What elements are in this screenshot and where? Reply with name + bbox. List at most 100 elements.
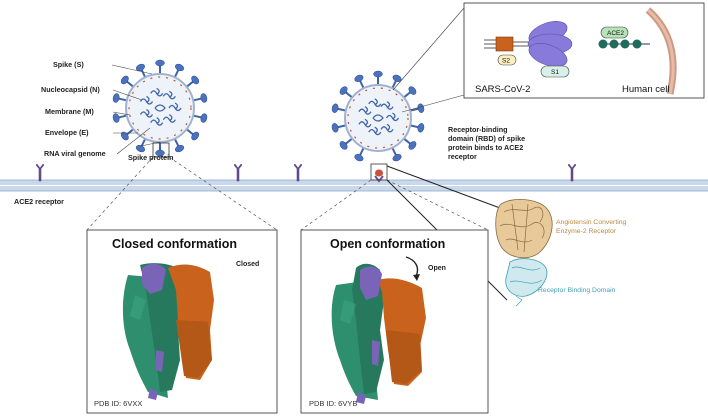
rotation-arrow-icon (405, 256, 419, 277)
genome-label: RNA viral genome (44, 149, 106, 158)
spike-stem (192, 114, 203, 119)
rbd-structure-label: Receptor Binding Domain (538, 287, 616, 294)
s1-pill (540, 65, 570, 78)
spike-head-icon (191, 75, 200, 85)
spike-stem (117, 97, 128, 102)
spike-stem (358, 79, 365, 89)
human-cell-label: Human cell (622, 84, 670, 95)
spike-head-icon (191, 131, 200, 141)
ace2-receptor-icon (567, 163, 577, 182)
open-pdb-label: PDB ID: 6VYB (309, 399, 357, 408)
spike-stem (391, 147, 398, 157)
spike-head-icon (120, 131, 129, 141)
ace2-pill (600, 26, 629, 39)
spike-head-icon (200, 93, 208, 103)
genome-segment (168, 102, 182, 112)
envelope-label: Envelope (E) (45, 128, 89, 137)
spike-stem (125, 80, 135, 88)
spike-head-icon (112, 93, 120, 103)
virus-particle-right (331, 70, 425, 162)
spike-stem (117, 114, 128, 119)
open-spike-structure (331, 263, 426, 404)
spike-head-icon (417, 123, 425, 133)
genome-segment (368, 126, 382, 136)
inset-panel: S2 S1 ACE2 SARS-CoV-2 Human cell (463, 2, 705, 99)
rna-genome-icon (358, 98, 400, 136)
ace2-receptors (35, 163, 577, 182)
genome-segment (368, 98, 382, 108)
ace2-receptor-icon (233, 163, 243, 182)
spike-stem (344, 91, 353, 99)
spike-stem (358, 147, 365, 157)
spike-stem (336, 107, 347, 112)
closed-conformation-panel: Closed conformation Closed PDB ID: 6VXX (86, 229, 278, 414)
open-title: Open conformation (330, 237, 445, 251)
spike-head-icon (120, 75, 129, 85)
closed-pdb-label: PDB ID: 6VXX (94, 399, 142, 408)
spike-protein-icons (331, 70, 425, 162)
closed-spike-structure (122, 263, 214, 400)
spike-stem (403, 91, 412, 99)
nucleocapsid-label: Nucleocapsid (N) (41, 85, 100, 94)
spike-stem (140, 138, 147, 148)
ace2-chain-icon (598, 39, 650, 49)
s2-subunit-icon (484, 36, 528, 52)
genome-core (372, 114, 384, 122)
spike-head-icon (392, 74, 402, 82)
spike-protein-label: Spike protein (128, 153, 174, 162)
rbd-note-line4: receptor (448, 152, 477, 161)
spike-stem (192, 97, 203, 102)
genome-core (154, 104, 166, 112)
zoom-dashed-lines (86, 156, 489, 231)
spike-stem (409, 107, 420, 112)
spike-stem (403, 137, 412, 145)
spike-head-icon (331, 123, 339, 133)
virus-particle-left (112, 59, 208, 157)
spike-label: Spike (S) (53, 60, 84, 69)
ace2-receptor-icon (35, 163, 45, 182)
s1-label: S1 (551, 69, 559, 76)
genome-segment (358, 118, 372, 128)
spike-head-icon (331, 103, 339, 113)
rna-genome-icon (139, 87, 182, 126)
spike-stem (391, 79, 398, 89)
spike-selection-box (152, 142, 170, 158)
genome-segment (162, 114, 176, 123)
spike-head-icon (408, 86, 417, 95)
genome-segment (380, 123, 394, 133)
s1-subunit-icon (527, 21, 573, 67)
virus-label-lines (111, 64, 161, 155)
spike-head-icon (175, 63, 185, 72)
binding-selection-box (370, 163, 388, 181)
spike-head-icon (408, 141, 417, 150)
genome-segment (139, 95, 154, 105)
ace2-structure-label-line2: Enzyme-2 Receptor (556, 228, 617, 235)
genome-segment (150, 117, 164, 126)
closed-title: Closed conformation (112, 237, 237, 251)
spike-head-icon (339, 86, 348, 95)
ace2-receptor-icon (293, 163, 303, 182)
inset-connector-lines (392, 7, 465, 113)
spike-head-icon (373, 70, 383, 78)
genome-segment (380, 101, 394, 110)
rbd-note-line1: Receptor-binding (448, 125, 508, 134)
spike-stem (173, 138, 180, 148)
spike-stem (185, 128, 195, 136)
sars-cov-2-label: SARS-CoV-2 (475, 84, 530, 95)
s2-pill (497, 54, 517, 66)
ace2-rbd-complex-structure: Angiotensin Converting Enzyme-2 Receptor… (495, 199, 626, 307)
closed-state-label: Closed (236, 261, 259, 268)
rbd-note-line3: protein binds to ACE2 (448, 143, 523, 152)
spike-head-icon (339, 141, 348, 150)
spike-stem (125, 128, 135, 136)
spike-head-icon (354, 74, 364, 82)
open-conformation-panel: Open conformation Open PDB ID: 6VYB (300, 229, 489, 414)
genome-segment (139, 108, 154, 118)
spike-head-icon (417, 103, 425, 113)
s2-label: S2 (502, 58, 510, 65)
genome-segment (358, 106, 372, 115)
open-state-label: Open (428, 265, 446, 272)
spike-head-icon (112, 113, 120, 123)
genome-segment (150, 87, 164, 97)
spike-head-icon (175, 144, 185, 153)
